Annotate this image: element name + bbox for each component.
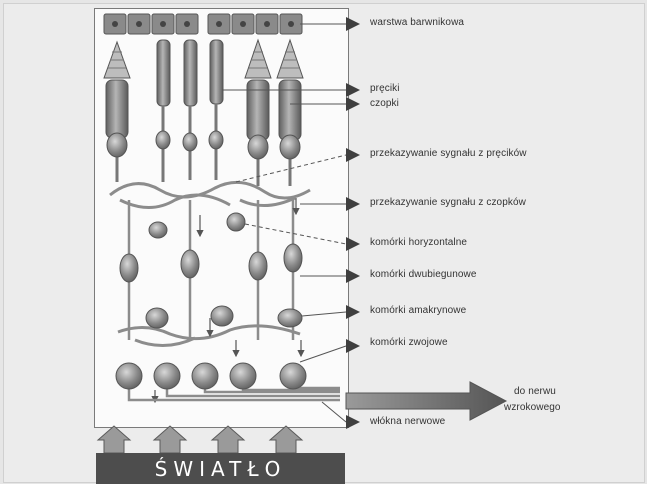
label-rods: pręciki — [370, 83, 400, 94]
label-cone-signal: przekazywanie sygnału z czopków — [370, 197, 526, 208]
pigment-layer — [104, 14, 302, 34]
horizontal-connections — [110, 182, 310, 207]
cone-1 — [104, 42, 130, 138]
light-label: ŚWIATŁO — [155, 457, 287, 481]
label-bipolar-cells: komórki dwubiegunowe — [370, 269, 477, 280]
light-bar: ŚWIATŁO — [96, 453, 345, 484]
label-pigment-layer: warstwa barwnikowa — [370, 17, 464, 28]
label-rod-signal: przekazywanie sygnału z pręcików — [370, 148, 527, 159]
inner-connections — [118, 326, 300, 346]
label-cones: czopki — [370, 98, 399, 109]
amacrine-cells — [146, 306, 302, 328]
label-arrowheads — [346, 17, 360, 429]
label-ganglion-cells: komórki zwojowe — [370, 337, 448, 348]
rods — [157, 40, 223, 106]
label-amacrine-cells: komórki amakrynowe — [370, 305, 466, 316]
label-optic-nerve-line1: do nerwu — [514, 386, 556, 397]
optic-nerve-arrow — [346, 382, 506, 420]
label-horizontal-cells: komórki horyzontalne — [370, 237, 467, 248]
ganglion-cells — [116, 363, 340, 400]
label-nerve-fibers: włókna nerwowe — [370, 416, 445, 427]
label-optic-nerve-line2: wzrokowego — [504, 402, 561, 413]
horizontal-cells — [149, 213, 245, 238]
light-arrows — [98, 426, 302, 453]
